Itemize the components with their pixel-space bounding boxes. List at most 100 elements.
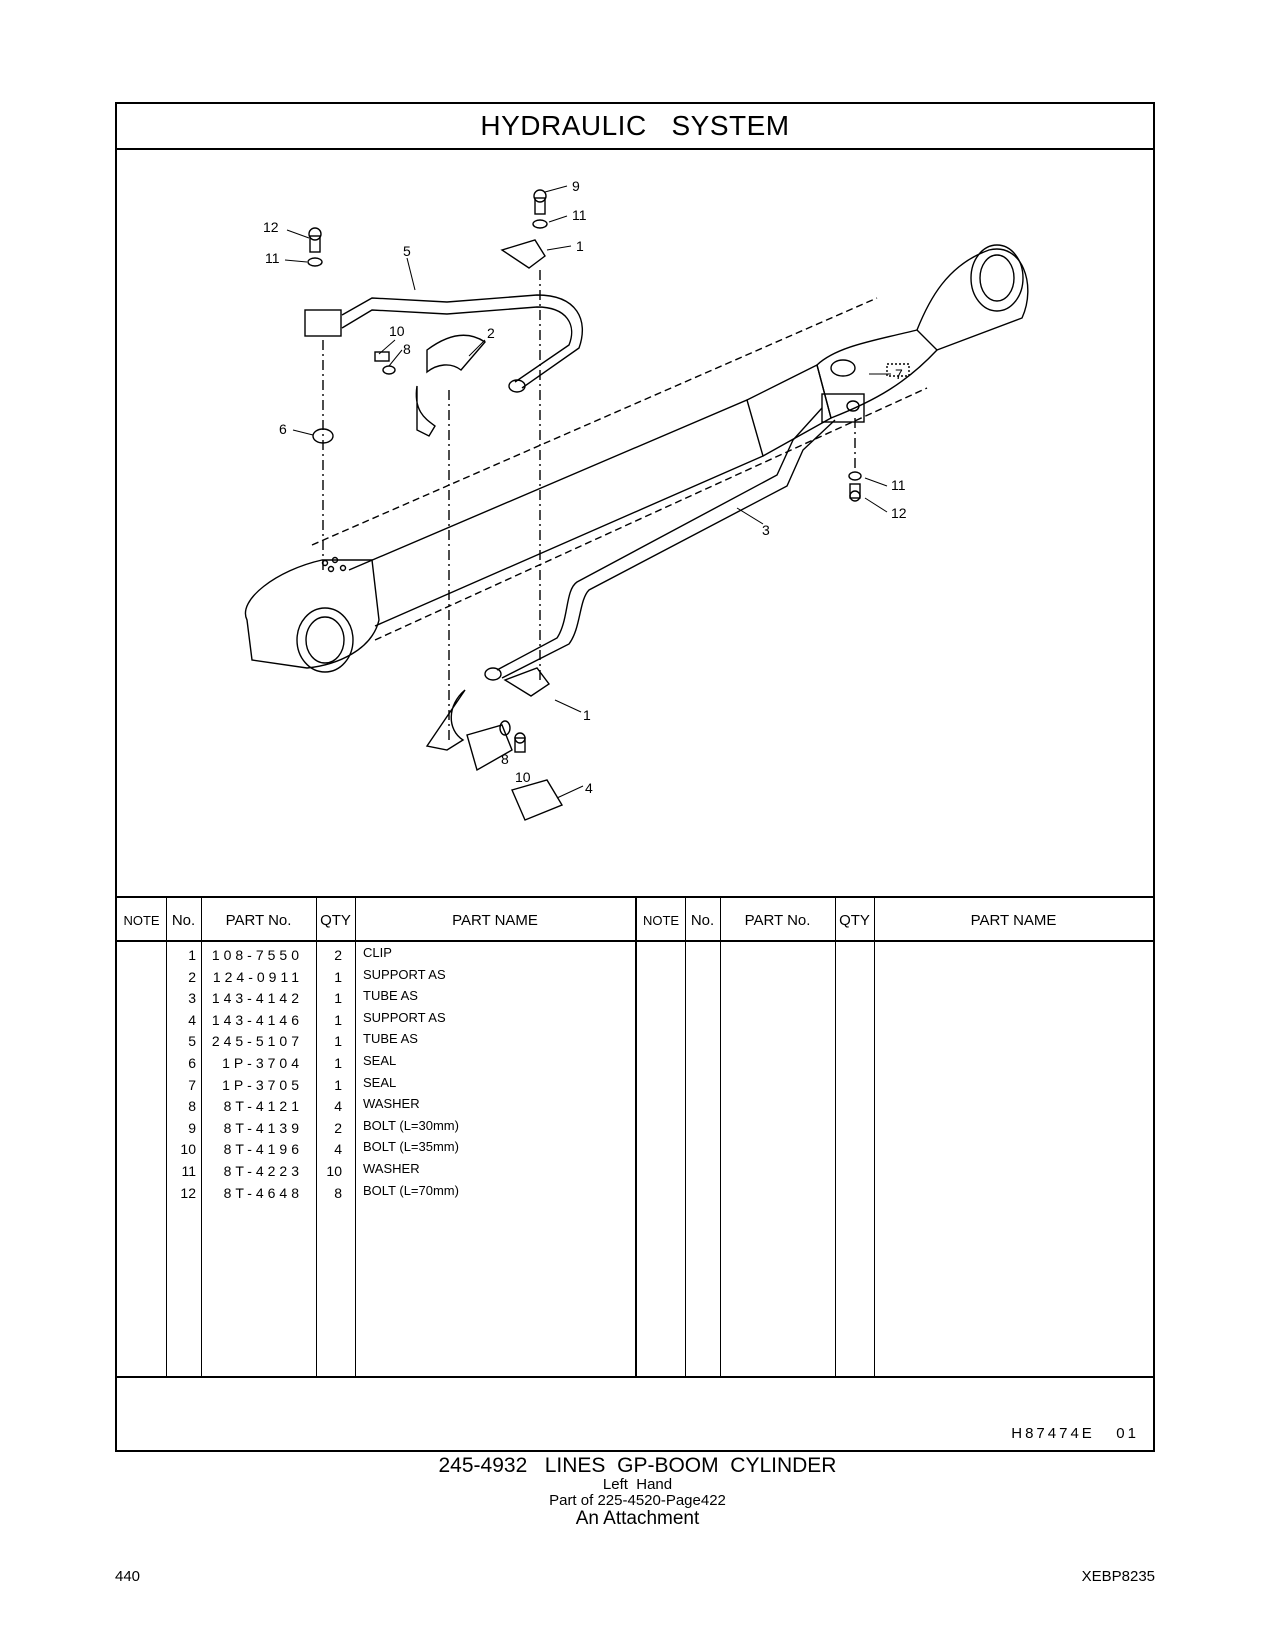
col-divider <box>316 898 317 1376</box>
row-quantity: 1 <box>334 1055 342 1071</box>
callout-10-bottom: 10 <box>515 769 531 785</box>
row-part-name: SUPPORT AS <box>363 966 446 982</box>
caption-side: Left Hand <box>602 1476 673 1493</box>
header-part-name: PART NAME <box>452 911 538 929</box>
row-part-number: 8T-4223 <box>223 1163 303 1179</box>
row-quantity: 8 <box>334 1184 342 1201</box>
row-part-name: BOLT (L=30mm) <box>363 1117 459 1133</box>
header-part-name-right: PART NAME <box>970 911 1057 929</box>
col-divider <box>874 898 875 1376</box>
row-part-number: 108-7550 <box>211 947 303 963</box>
col-divider <box>166 898 167 1376</box>
illustration-code: H87474E 01 <box>1011 1425 1139 1442</box>
parts-page-frame: HYDRAULIC SYSTEM <box>115 102 1155 1452</box>
clips-and-supports <box>415 239 564 821</box>
row-number: 2 <box>188 968 196 985</box>
row-part-number: 8T-4121 <box>223 1098 303 1115</box>
callout-8-top: 8 <box>403 341 411 357</box>
header-no: No. <box>171 911 196 929</box>
row-part-number: 8T-4139 <box>223 1119 303 1136</box>
col-divider <box>635 898 637 1376</box>
table-body: 1 108-7550 2 CLIP 2 124-0911 1 SUPPORT A… <box>117 942 1153 1376</box>
callout-11-right: 11 <box>891 477 906 493</box>
illustration-footer: H87474E 01 <box>117 1378 1153 1452</box>
row-part-name: WASHER <box>363 1161 420 1176</box>
row-quantity: 1 <box>334 1076 342 1093</box>
table-row: 10 8T-4196 4 BOLT (L=35mm) <box>117 1138 1153 1160</box>
row-number: 4 <box>188 1011 196 1028</box>
fasteners <box>307 189 862 753</box>
callout-leaders <box>284 185 891 799</box>
header-no-right: No. <box>690 911 715 929</box>
callout-6: 6 <box>279 421 287 437</box>
table-row: 5 245-5107 1 TUBE AS <box>117 1030 1153 1052</box>
callout-1-top: 1 <box>576 238 584 254</box>
row-part-name: TUBE AS <box>363 988 418 1004</box>
row-number: 6 <box>188 1055 196 1071</box>
callout-11-top: 11 <box>572 207 587 223</box>
header-part-no-right: PART No. <box>744 911 811 929</box>
row-number: 10 <box>180 1141 196 1158</box>
row-quantity: 1 <box>334 1033 342 1050</box>
row-number: 9 <box>188 1119 196 1136</box>
row-part-number: 143-4146 <box>211 1011 303 1028</box>
table-row: 9 8T-4139 2 BOLT (L=30mm) <box>117 1117 1153 1139</box>
row-part-number: 8T-4648 <box>223 1184 303 1201</box>
row-quantity: 1 <box>334 1011 342 1028</box>
table-row: 8 8T-4121 4 WASHER <box>117 1095 1153 1117</box>
table-row: 6 1P-3704 1 SEAL <box>117 1052 1153 1074</box>
table-row: 3 143-4142 1 TUBE AS <box>117 987 1153 1009</box>
row-quantity: 4 <box>334 1141 342 1158</box>
row-part-name: SUPPORT AS <box>363 1009 446 1025</box>
parts-list-table: NOTE No. PART No. QTY PART NAME NOTE No.… <box>117 898 1153 1378</box>
row-number: 5 <box>188 1033 196 1050</box>
row-quantity: 4 <box>334 1098 342 1115</box>
callout-2: 2 <box>487 325 495 341</box>
header-note: NOTE <box>123 912 160 928</box>
row-part-number: 143-4142 <box>211 990 303 1007</box>
callout-9: 9 <box>572 178 580 194</box>
caption-parent: Part of 225-4520-Page422 <box>549 1492 726 1509</box>
row-part-name: CLIP <box>363 945 392 960</box>
col-divider <box>201 898 202 1376</box>
row-part-name: TUBE AS <box>363 1031 418 1047</box>
boom-cylinder <box>244 244 1029 673</box>
row-number: 8 <box>188 1098 196 1115</box>
row-part-name: BOLT (L=70mm) <box>363 1182 459 1198</box>
row-quantity: 2 <box>334 1119 342 1136</box>
page-number: 440 <box>115 1568 141 1585</box>
table-row: 2 124-0911 1 SUPPORT AS <box>117 966 1153 988</box>
row-part-name: SEAL <box>363 1053 397 1068</box>
col-divider <box>720 898 721 1376</box>
col-divider <box>685 898 686 1376</box>
callout-12-right: 12 <box>891 505 907 521</box>
callout-4: 4 <box>585 780 593 796</box>
group-caption: 245-4932 LINES GP-BOOM CYLINDER Left Han… <box>0 1455 1275 1529</box>
callout-10-top: 10 <box>389 323 405 339</box>
row-part-name: WASHER <box>363 1096 420 1112</box>
callout-labels: 9 11 1 12 11 5 10 8 2 6 7 11 12 3 1 8 10… <box>263 178 907 796</box>
tube-assembly-5 <box>304 294 584 393</box>
header-qty-right: QTY <box>839 911 870 929</box>
hydraulic-cylinder-illustration: 9 11 1 12 11 5 10 8 2 6 7 11 12 3 1 8 10… <box>244 178 1029 821</box>
callout-12-left: 12 <box>263 219 279 235</box>
row-part-number: 1P-3705 <box>222 1076 303 1093</box>
row-number: 1 <box>188 947 196 963</box>
row-number: 7 <box>188 1076 196 1093</box>
assembly-guide-lines <box>322 270 856 740</box>
row-quantity: 1 <box>334 990 342 1007</box>
table-row: 7 1P-3705 1 SEAL <box>117 1074 1153 1096</box>
exploded-parts-diagram: 9 11 1 12 11 5 10 8 2 6 7 11 12 3 1 8 10… <box>117 150 1153 898</box>
callout-1-bottom: 1 <box>583 707 591 723</box>
table-row: 4 143-4146 1 SUPPORT AS <box>117 1009 1153 1031</box>
table-row: 12 8T-4648 8 BOLT (L=70mm) <box>117 1182 1153 1204</box>
row-number: 11 <box>181 1163 196 1179</box>
row-part-number: 124-0911 <box>212 968 303 985</box>
col-divider <box>355 898 356 1376</box>
table-header: NOTE No. PART No. QTY PART NAME NOTE No.… <box>117 898 1153 942</box>
row-part-name: BOLT (L=35mm) <box>363 1139 459 1155</box>
callout-5: 5 <box>403 243 411 259</box>
callout-11-left: 11 <box>265 250 280 266</box>
col-divider <box>835 898 836 1376</box>
table-row: 1 108-7550 2 CLIP <box>117 944 1153 966</box>
